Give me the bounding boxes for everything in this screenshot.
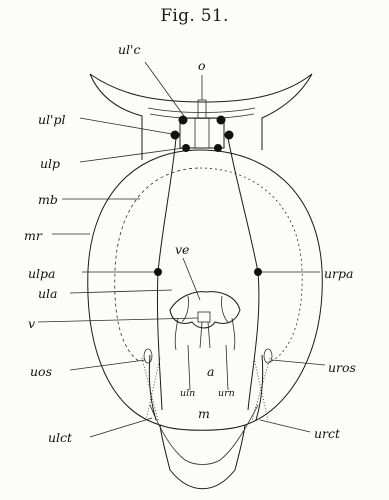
left-ganglion-dot [154,268,162,276]
label-urn: urn [218,388,235,399]
right-nerve [228,138,259,410]
label-ula: ula [38,286,58,301]
right-ganglion-dot [254,268,262,276]
label-uos: uos [30,364,52,379]
label-mb: mb [38,192,58,207]
label-ulc: ul'c [118,42,141,57]
upper-crescent [90,74,312,160]
body-outline [88,150,323,430]
label-ve: ve [175,242,189,257]
leader-v [38,318,198,322]
urn-line [226,345,228,390]
right-ciliated-duct [252,349,272,420]
leader-ulct [90,418,152,437]
leader-ulp [80,148,184,162]
label-ulct: ulct [48,430,73,445]
uln-line [188,345,190,390]
leader-uos [70,360,145,370]
cerebral-ganglion [171,100,234,152]
crescent-inner-line [148,108,255,113]
label-o: o [198,58,206,73]
leader-uros [272,360,325,365]
label-v: v [28,316,35,331]
label-ulp: ulp [40,156,60,171]
leader-ula [70,290,172,293]
leader-urct [260,420,310,432]
central-organ [170,292,240,350]
label-uln: uln [180,388,195,399]
label-ulpl: ul'pl [38,112,65,127]
leader-ulpl [80,118,172,134]
inner-membrane [200,168,302,362]
label-urpa: urpa [324,266,353,281]
label-uros: uros [328,360,356,375]
label-ulpa: ulpa [28,266,56,281]
foot-outline [160,425,245,489]
label-urct: urct [314,426,341,441]
label-m: m [198,406,210,421]
label-a: a [207,364,214,379]
leader-ulc [145,62,184,116]
label-mr: mr [24,228,43,243]
